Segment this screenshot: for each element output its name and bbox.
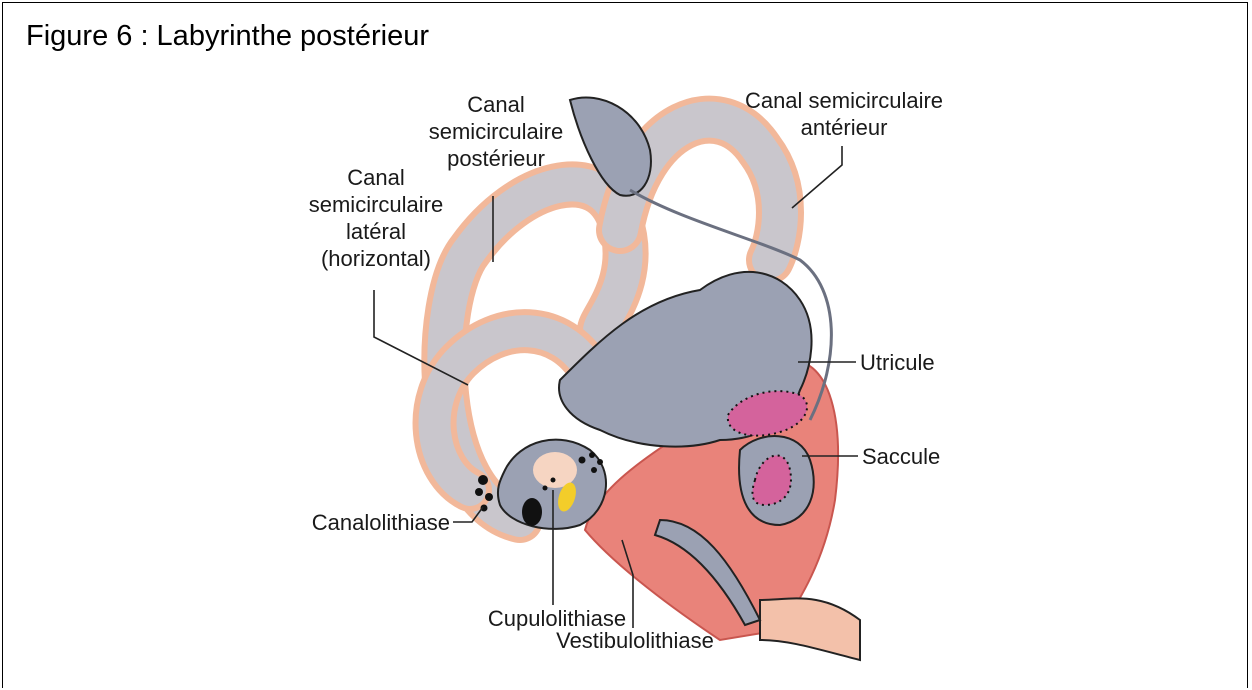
- utricle-label: Utricule: [860, 350, 935, 375]
- posterior-canal-label-line2: semicirculaire: [429, 119, 563, 144]
- lateral-canal-label-line2: semicirculaire: [309, 192, 443, 217]
- saccule-label: Saccule: [862, 444, 940, 469]
- cochlear-tube: [760, 598, 860, 660]
- lateral-canal-label-line4: (horizontal): [321, 246, 431, 271]
- posterior-canal-label-line3: postérieur: [447, 146, 545, 171]
- lateral-canal-label-line1: Canal: [347, 165, 404, 190]
- lateral-canal-label-line3: latéral: [346, 219, 406, 244]
- posterior-canal-label-line1: Canal: [467, 92, 524, 117]
- canalolithiasis-label: Canalolithiase: [312, 510, 450, 535]
- labyrinth-illustration: [435, 97, 860, 660]
- vestibulolithiasis-label: Vestibulolithiase: [556, 628, 714, 653]
- otolith-cluster: [522, 498, 542, 526]
- anterior-canal-label-line1: Canal semicirculaire: [745, 88, 943, 113]
- anterior-canal-label-line2: antérieur: [801, 115, 888, 140]
